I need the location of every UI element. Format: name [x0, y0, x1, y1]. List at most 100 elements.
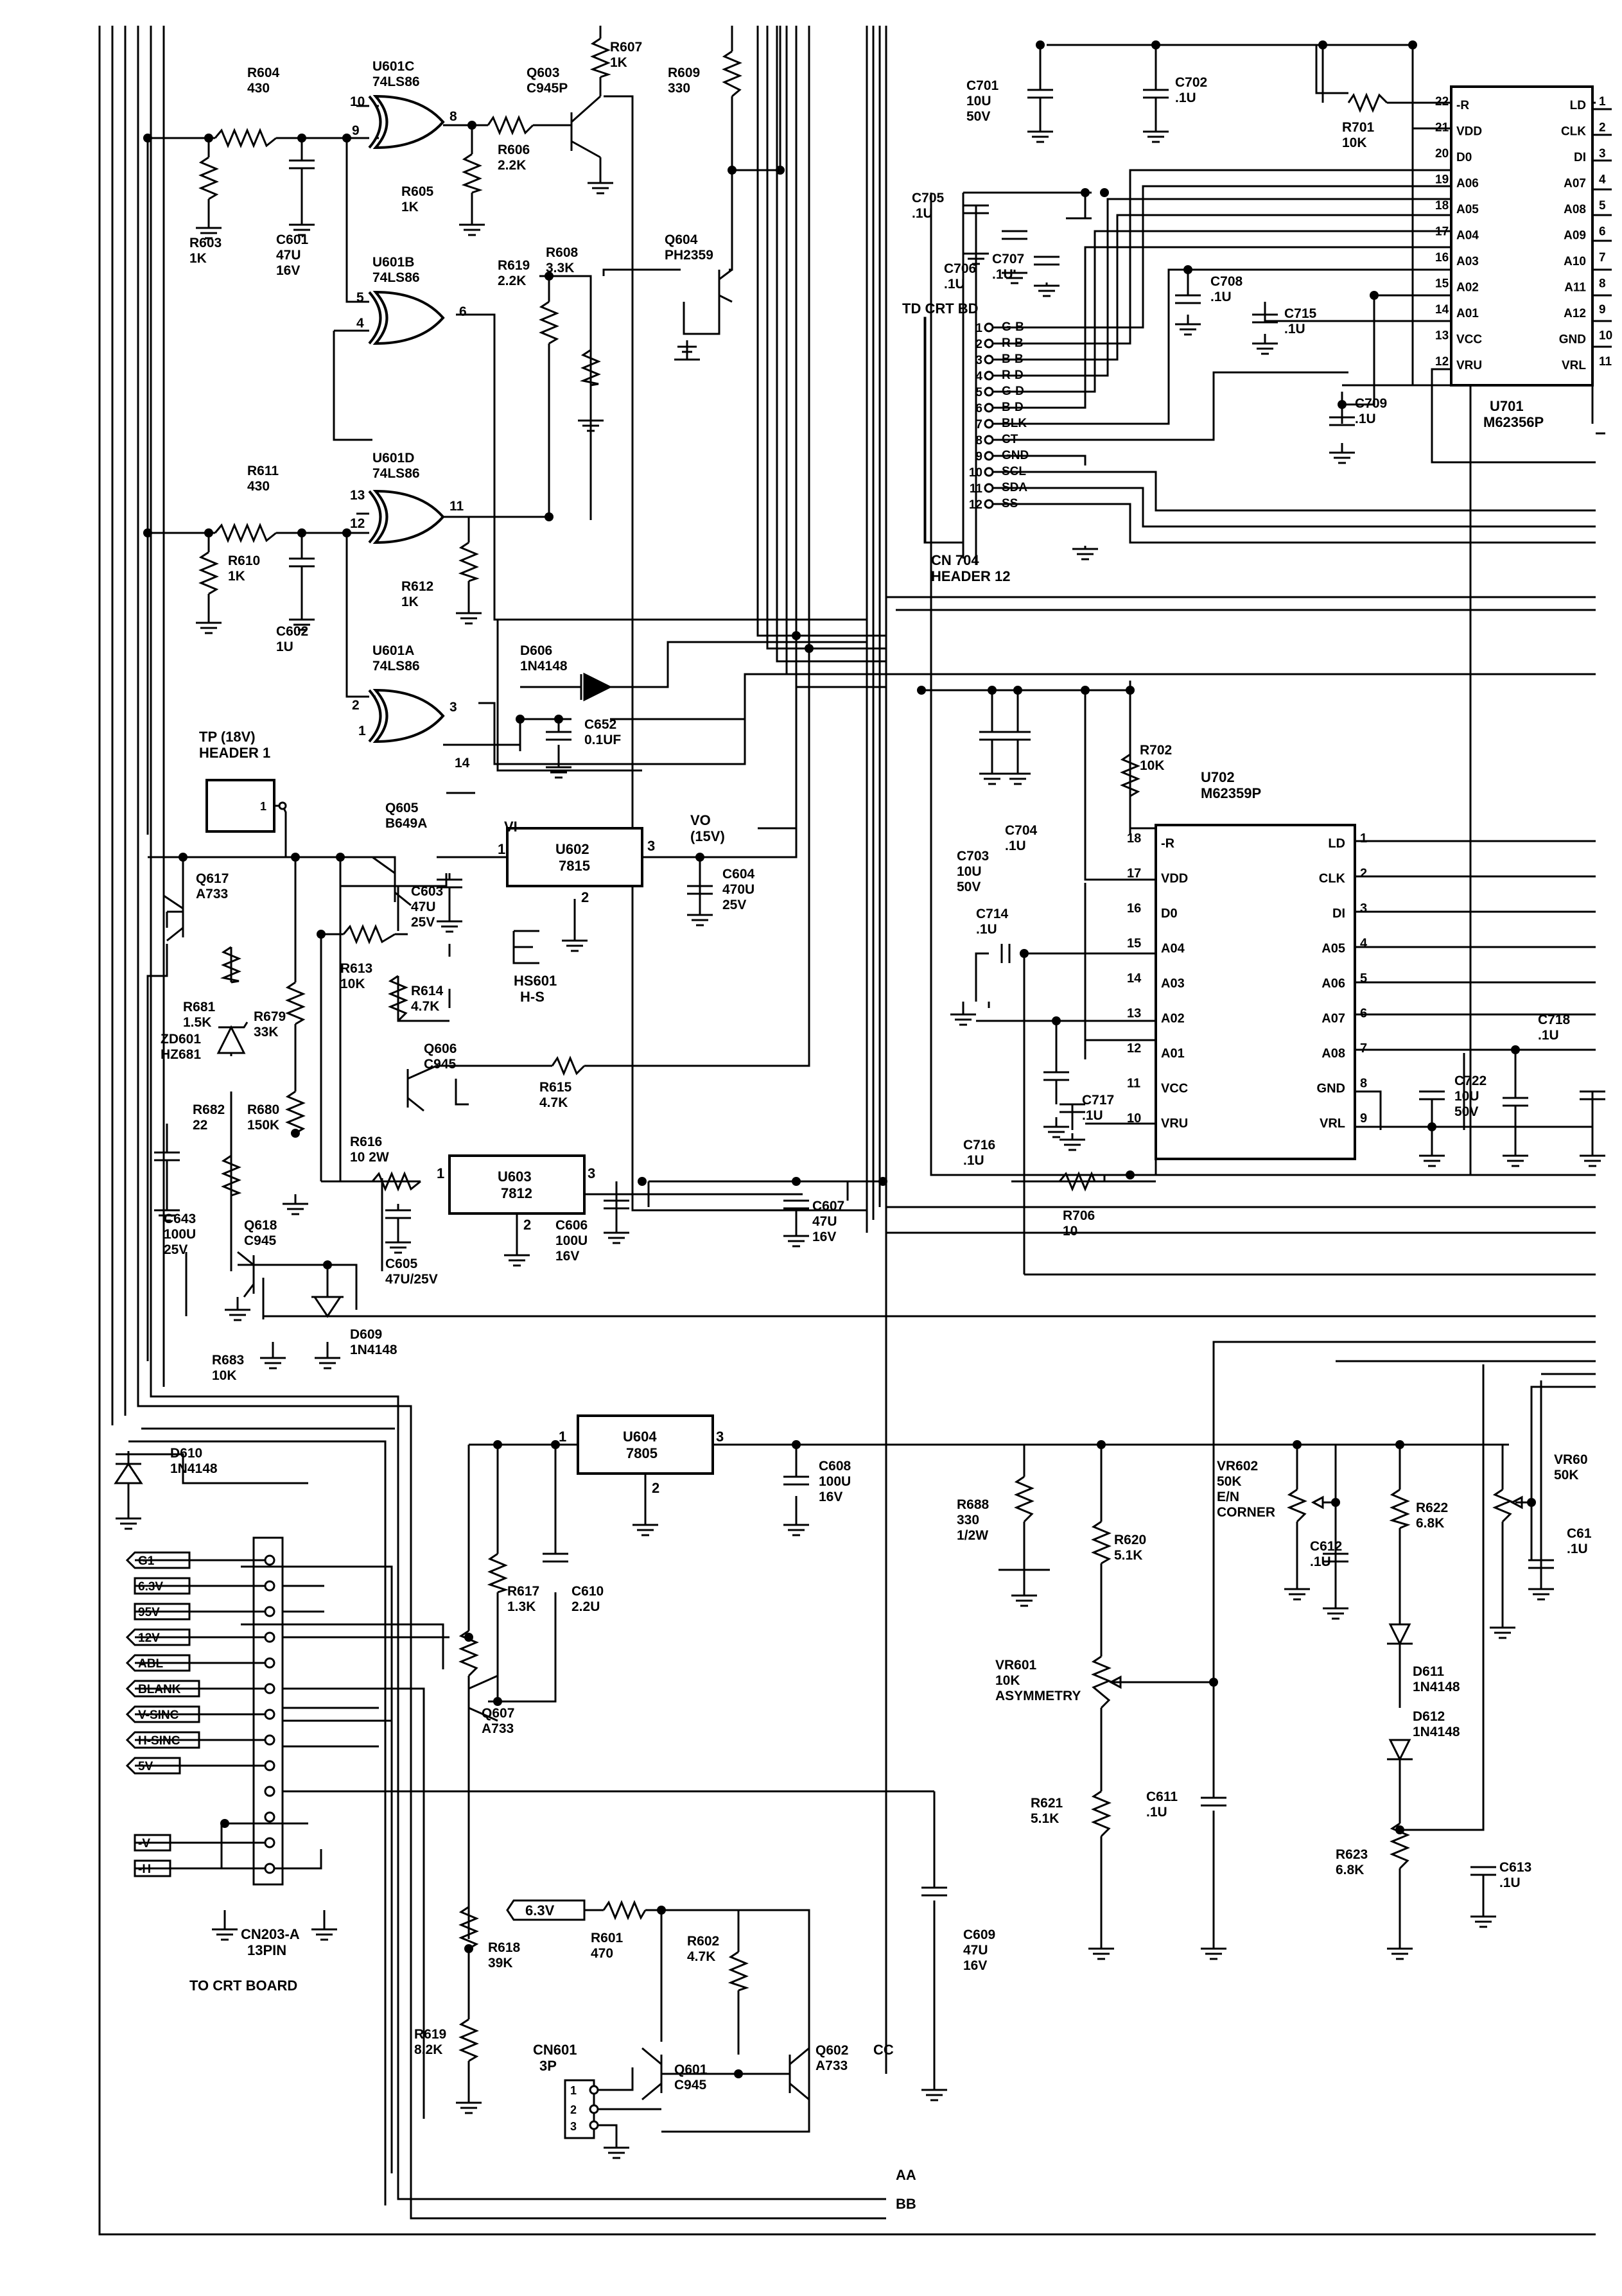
- u702-pin-17-number: 17: [1127, 867, 1141, 881]
- label-r607-ref: R607: [610, 40, 642, 55]
- u701-pin-21-name: VDD: [1456, 125, 1482, 139]
- label-r688-ref: R688: [957, 1497, 990, 1512]
- u702-pin-1-number: 1: [1360, 831, 1367, 846]
- cn704-pin-1-number: 1: [975, 322, 982, 335]
- label-c708-value: .1U: [1210, 290, 1232, 304]
- cn704-pin-8-number: 8: [975, 434, 982, 448]
- u701-pin-16-number: 16: [1435, 251, 1449, 265]
- u702-pin-14-number: 14: [1127, 971, 1142, 986]
- u702-pin-4-number: 4: [1360, 937, 1368, 951]
- cn601-pin-3: 3: [570, 2120, 577, 2133]
- label-r617-ref: R617: [507, 1584, 539, 1599]
- label-vr602-value-line-3: CORNER: [1217, 1505, 1275, 1520]
- regulator-U603-pin-in: 1: [437, 1165, 444, 1181]
- cn704-pin-9-number: 9: [975, 450, 982, 464]
- label-c606-value-line-2: 16V: [555, 1249, 579, 1264]
- component-labels: R604430R6031KC60147U16VR6051KR6062.2KR60…: [161, 40, 1592, 2092]
- u701-region: [930, 40, 1612, 1176]
- label-vr603-ref: VR60: [1554, 1452, 1588, 1467]
- label-r623-ref: R623: [1336, 1847, 1368, 1862]
- label-c601-value-line-1: 47U: [276, 248, 301, 263]
- u701-pin-6-name: A09: [1564, 229, 1586, 243]
- label-c608-value-line-2: 16V: [819, 1490, 842, 1504]
- label-q607-ref: Q607: [482, 1706, 514, 1721]
- u701-pin-10-number: 10: [1599, 329, 1612, 343]
- gate-U601B-part: 74LS86: [372, 270, 420, 285]
- label-vr601-value-line-1: 10K: [995, 1673, 1020, 1688]
- label-r614-value: 4.7K: [411, 999, 439, 1014]
- cn704-pin-2-number: 2: [975, 338, 982, 351]
- gate-U601B-pin-5: 5: [356, 290, 364, 305]
- label-d612-value: 1N4148: [1413, 1725, 1460, 1739]
- label-c718-value: .1U: [1538, 1028, 1559, 1043]
- label-r611-ref: R611: [247, 464, 279, 478]
- label-c605-ref: C605: [385, 1257, 418, 1271]
- label-r622-value: 6.8K: [1416, 1516, 1444, 1531]
- label-d610-ref: D610: [170, 1446, 202, 1461]
- label-r615-ref: R615: [539, 1080, 572, 1095]
- u702-pin-6-name: A07: [1321, 1012, 1345, 1026]
- u702-pin-15-number: 15: [1127, 937, 1141, 951]
- cn704-pin-12-number: 12: [969, 498, 982, 512]
- label-c703-value-line-2: 50V: [957, 880, 981, 894]
- label-q601-value: C945: [674, 2078, 707, 2092]
- label-c714-ref: C714: [976, 907, 1009, 921]
- label-r701-ref: R701: [1342, 120, 1375, 135]
- u701-pin-14-name: A01: [1456, 307, 1479, 320]
- u701-pin-6-number: 6: [1599, 225, 1606, 239]
- u702-pin-2-name: CLK: [1319, 872, 1346, 886]
- cn704-pin-7-name: BLK: [1002, 417, 1027, 430]
- u701-pin-21-number: 21: [1435, 121, 1449, 135]
- label-r603-ref: R603: [189, 236, 222, 250]
- gate-U601A-pin-3: 3: [449, 700, 457, 715]
- label-c607-ref: C607: [812, 1199, 844, 1213]
- regulator-U604-pin-in: 1: [559, 1429, 566, 1445]
- label-d611-value: 1N4148: [1413, 1680, 1460, 1694]
- label-c602-ref: C602: [276, 624, 308, 639]
- u701-pin-20-number: 20: [1435, 147, 1449, 161]
- label-q618-value: C945: [244, 1233, 277, 1248]
- u702-pin-16-number: 16: [1127, 901, 1141, 916]
- net-bb: BB: [896, 2196, 916, 2212]
- label-c608-value-line-1: 100U: [819, 1474, 851, 1489]
- label-c705-value: .1U: [912, 206, 933, 221]
- label-c705-ref: C705: [912, 191, 945, 205]
- label-q618-ref: Q618: [244, 1218, 277, 1233]
- cn704-pin-5-number: 5: [975, 386, 982, 399]
- regulator-U604-pin-out: 3: [716, 1429, 724, 1445]
- label-r621-ref: R621: [1031, 1796, 1063, 1811]
- u701-pin-14-number: 14: [1435, 303, 1449, 317]
- cn704-pin-9-name: GND: [1002, 449, 1029, 462]
- label-d611-ref: D611: [1413, 1664, 1444, 1679]
- cn704-pin-10-name: SCL: [1002, 465, 1026, 478]
- label-r683-value: 10K: [212, 1368, 237, 1383]
- u701-pin-13-number: 13: [1435, 329, 1449, 343]
- u701-pin-5-name: A08: [1564, 203, 1586, 216]
- label-c714-value: .1U: [976, 922, 997, 937]
- regulator-U603-pin-out: 3: [588, 1165, 595, 1181]
- label-q602-value: A733: [815, 2058, 848, 2073]
- u701-pin-10-name: GND: [1559, 333, 1586, 347]
- cn203-signal-10: -V: [138, 1837, 150, 1850]
- gate-U601D-pin-13: 13: [350, 488, 365, 503]
- label-c704-value: .1U: [1005, 839, 1026, 853]
- cn704-pin-3-number: 3: [975, 354, 982, 367]
- label-r619-value: 8.2K: [414, 2042, 442, 2057]
- u701-pin-19-number: 19: [1435, 173, 1449, 187]
- label-c614-value: .1U: [1567, 1542, 1588, 1556]
- u701-pin-4-name: A07: [1564, 177, 1586, 191]
- label-r618-ref: R618: [488, 1940, 521, 1955]
- u701-pin-18-number: 18: [1435, 199, 1449, 213]
- label-r613-value: 10K: [340, 977, 365, 991]
- cn601-type: 3P: [539, 2058, 557, 2074]
- regulator-U604-ref: U604: [623, 1429, 657, 1445]
- cn203-type: 13PIN: [247, 1942, 286, 1958]
- label-r602-value: 4.7K: [687, 1949, 715, 1964]
- u701-pin-2-number: 2: [1599, 121, 1606, 135]
- gate-U601D-part: 74LS86: [372, 466, 420, 481]
- u701-pin-18-name: A05: [1456, 203, 1479, 216]
- label-c643-value-line-2: 25V: [164, 1242, 187, 1257]
